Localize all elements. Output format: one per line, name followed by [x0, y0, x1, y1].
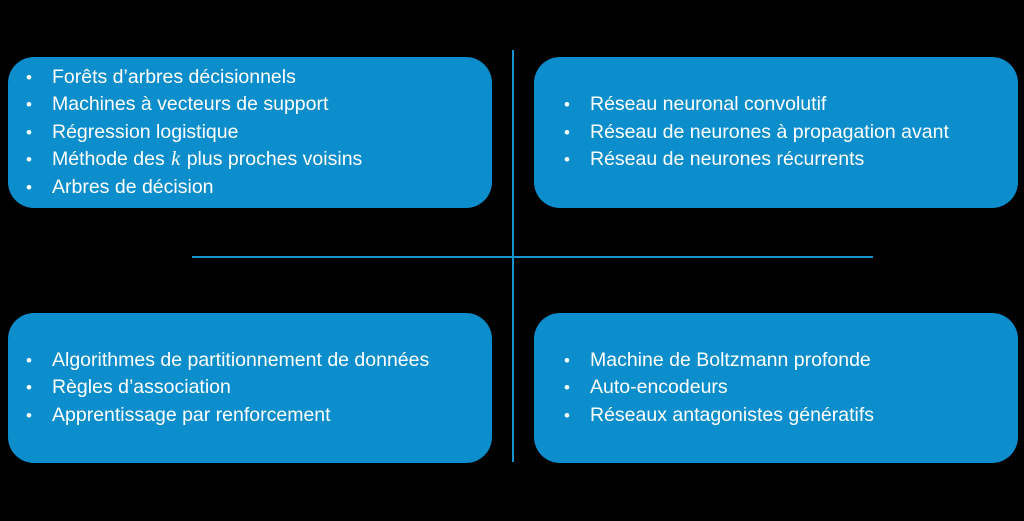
quadrant-card-bottom-right: • Machine de Boltzmann profonde • Auto-enco…	[534, 313, 1018, 463]
list-item-label: Apprentissage par renforcement	[52, 403, 331, 426]
list-item-label: Algorithmes de partitionnement de donnée…	[52, 348, 430, 371]
horizontal-divider-line	[192, 256, 873, 258]
list-item-label: Règles d’association	[52, 376, 231, 399]
list-item-label: Machines à vecteurs de support	[52, 93, 329, 116]
list-item-label: Réseau de neurones à propagation avant	[590, 120, 949, 143]
list-item: • Réseau neuronal convolutif	[564, 91, 1000, 119]
bullet-dot-icon: •	[26, 95, 32, 115]
bullet-dot-icon: •	[26, 405, 32, 425]
list-item: • Algorithmes de partitionnement de donné…	[26, 347, 474, 375]
bullet-dot-icon: •	[26, 350, 32, 370]
bullet-dot-icon: •	[26, 67, 32, 87]
list-item: • Règles d’association	[26, 374, 474, 402]
bullet-dot-icon: •	[26, 150, 32, 170]
math-variable: k	[171, 148, 181, 171]
bullet-dot-icon: •	[564, 95, 570, 115]
list-item-label: Machine de Boltzmann profonde	[590, 348, 871, 371]
quadrant-card-top-right: • Réseau neuronal convolutif • Réseau de ne…	[534, 57, 1018, 208]
list-item-label: Forêts d’arbres décisionnels	[52, 65, 296, 88]
list-item-label: Réseau de neurones récurrents	[590, 148, 865, 171]
list-item-label: Auto-encodeurs	[590, 376, 728, 399]
quadrant-card-bottom-left: • Algorithmes de partitionnement de donné…	[8, 313, 492, 463]
quadrant-card-top-left: • Forêts d’arbres décisionnels • Machines à…	[8, 57, 492, 208]
bullet-dot-icon: •	[26, 378, 32, 398]
list-item: • Arbres de décision	[26, 174, 474, 202]
list-item-label: Régression logistique	[52, 120, 239, 143]
list-item-label: Réseaux antagonistes génératifs	[590, 403, 875, 426]
bullet-dot-icon: •	[564, 150, 570, 170]
list-item: • Machine de Boltzmann profonde	[564, 347, 1000, 375]
bullet-list-bottom-left: • Algorithmes de partitionnement de donné…	[26, 347, 474, 430]
list-item: • Réseau de neurones à propagation avant	[564, 119, 1000, 147]
list-item: • Machines à vecteurs de support	[26, 91, 474, 119]
bullet-dot-icon: •	[26, 122, 32, 142]
list-item-label: Arbres de décision	[52, 175, 214, 198]
bullet-dot-icon: •	[564, 405, 570, 425]
bullet-dot-icon: •	[26, 177, 32, 197]
bullet-list-top-left: • Forêts d’arbres décisionnels • Machines à…	[26, 64, 474, 202]
bullet-list-top-right: • Réseau neuronal convolutif • Réseau de ne…	[564, 91, 1000, 174]
bullet-dot-icon: •	[564, 350, 570, 370]
bullet-list-bottom-right: • Machine de Boltzmann profonde • Auto-enco…	[564, 347, 1000, 430]
list-item-label: Méthode des k plus proches voisins	[52, 148, 363, 171]
list-item: • Auto-encodeurs	[564, 374, 1000, 402]
list-item: • Apprentissage par renforcement	[26, 402, 474, 430]
list-item: • Régression logistique	[26, 119, 474, 147]
list-item: • Forêts d’arbres décisionnels	[26, 64, 474, 92]
bullet-dot-icon: •	[564, 378, 570, 398]
list-item-label: Réseau neuronal convolutif	[590, 93, 827, 116]
bullet-dot-icon: •	[564, 122, 570, 142]
list-item: • Réseau de neurones récurrents	[564, 146, 1000, 174]
list-item: • Réseaux antagonistes génératifs	[564, 402, 1000, 430]
list-item: • Méthode des k plus proches voisins	[26, 146, 474, 174]
